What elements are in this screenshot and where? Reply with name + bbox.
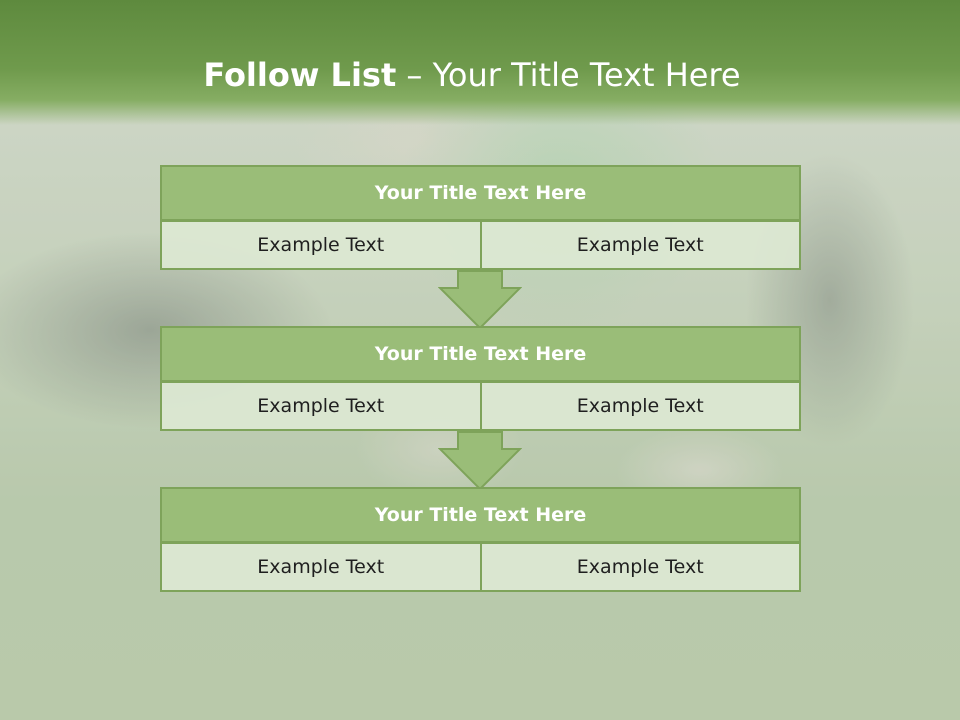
block-title: Your Title Text Here — [160, 165, 801, 221]
block-title: Your Title Text Here — [160, 326, 801, 382]
page-title: Follow List – Your Title Text Here — [0, 52, 944, 98]
block-row: Example Text Example Text — [160, 220, 801, 270]
block-cell-left: Example Text — [160, 220, 482, 270]
block-cell-right: Example Text — [479, 381, 801, 431]
block-cell-right: Example Text — [479, 542, 801, 592]
block-title: Your Title Text Here — [160, 487, 801, 543]
list-block-1: Your Title Text Here Example Text Exampl… — [160, 165, 801, 270]
list-block-3: Your Title Text Here Example Text Exampl… — [160, 487, 801, 592]
header-band: Follow List – Your Title Text Here — [0, 0, 960, 125]
block-cell-left: Example Text — [160, 381, 482, 431]
page-title-rest: – Your Title Text Here — [396, 56, 741, 94]
down-arrow-icon — [438, 431, 522, 491]
list-block-2: Your Title Text Here Example Text Exampl… — [160, 326, 801, 431]
block-row: Example Text Example Text — [160, 381, 801, 431]
block-cell-left: Example Text — [160, 542, 482, 592]
block-cell-right: Example Text — [479, 220, 801, 270]
block-row: Example Text Example Text — [160, 542, 801, 592]
down-arrow-icon — [438, 270, 522, 330]
page-title-bold: Follow List — [203, 56, 397, 94]
